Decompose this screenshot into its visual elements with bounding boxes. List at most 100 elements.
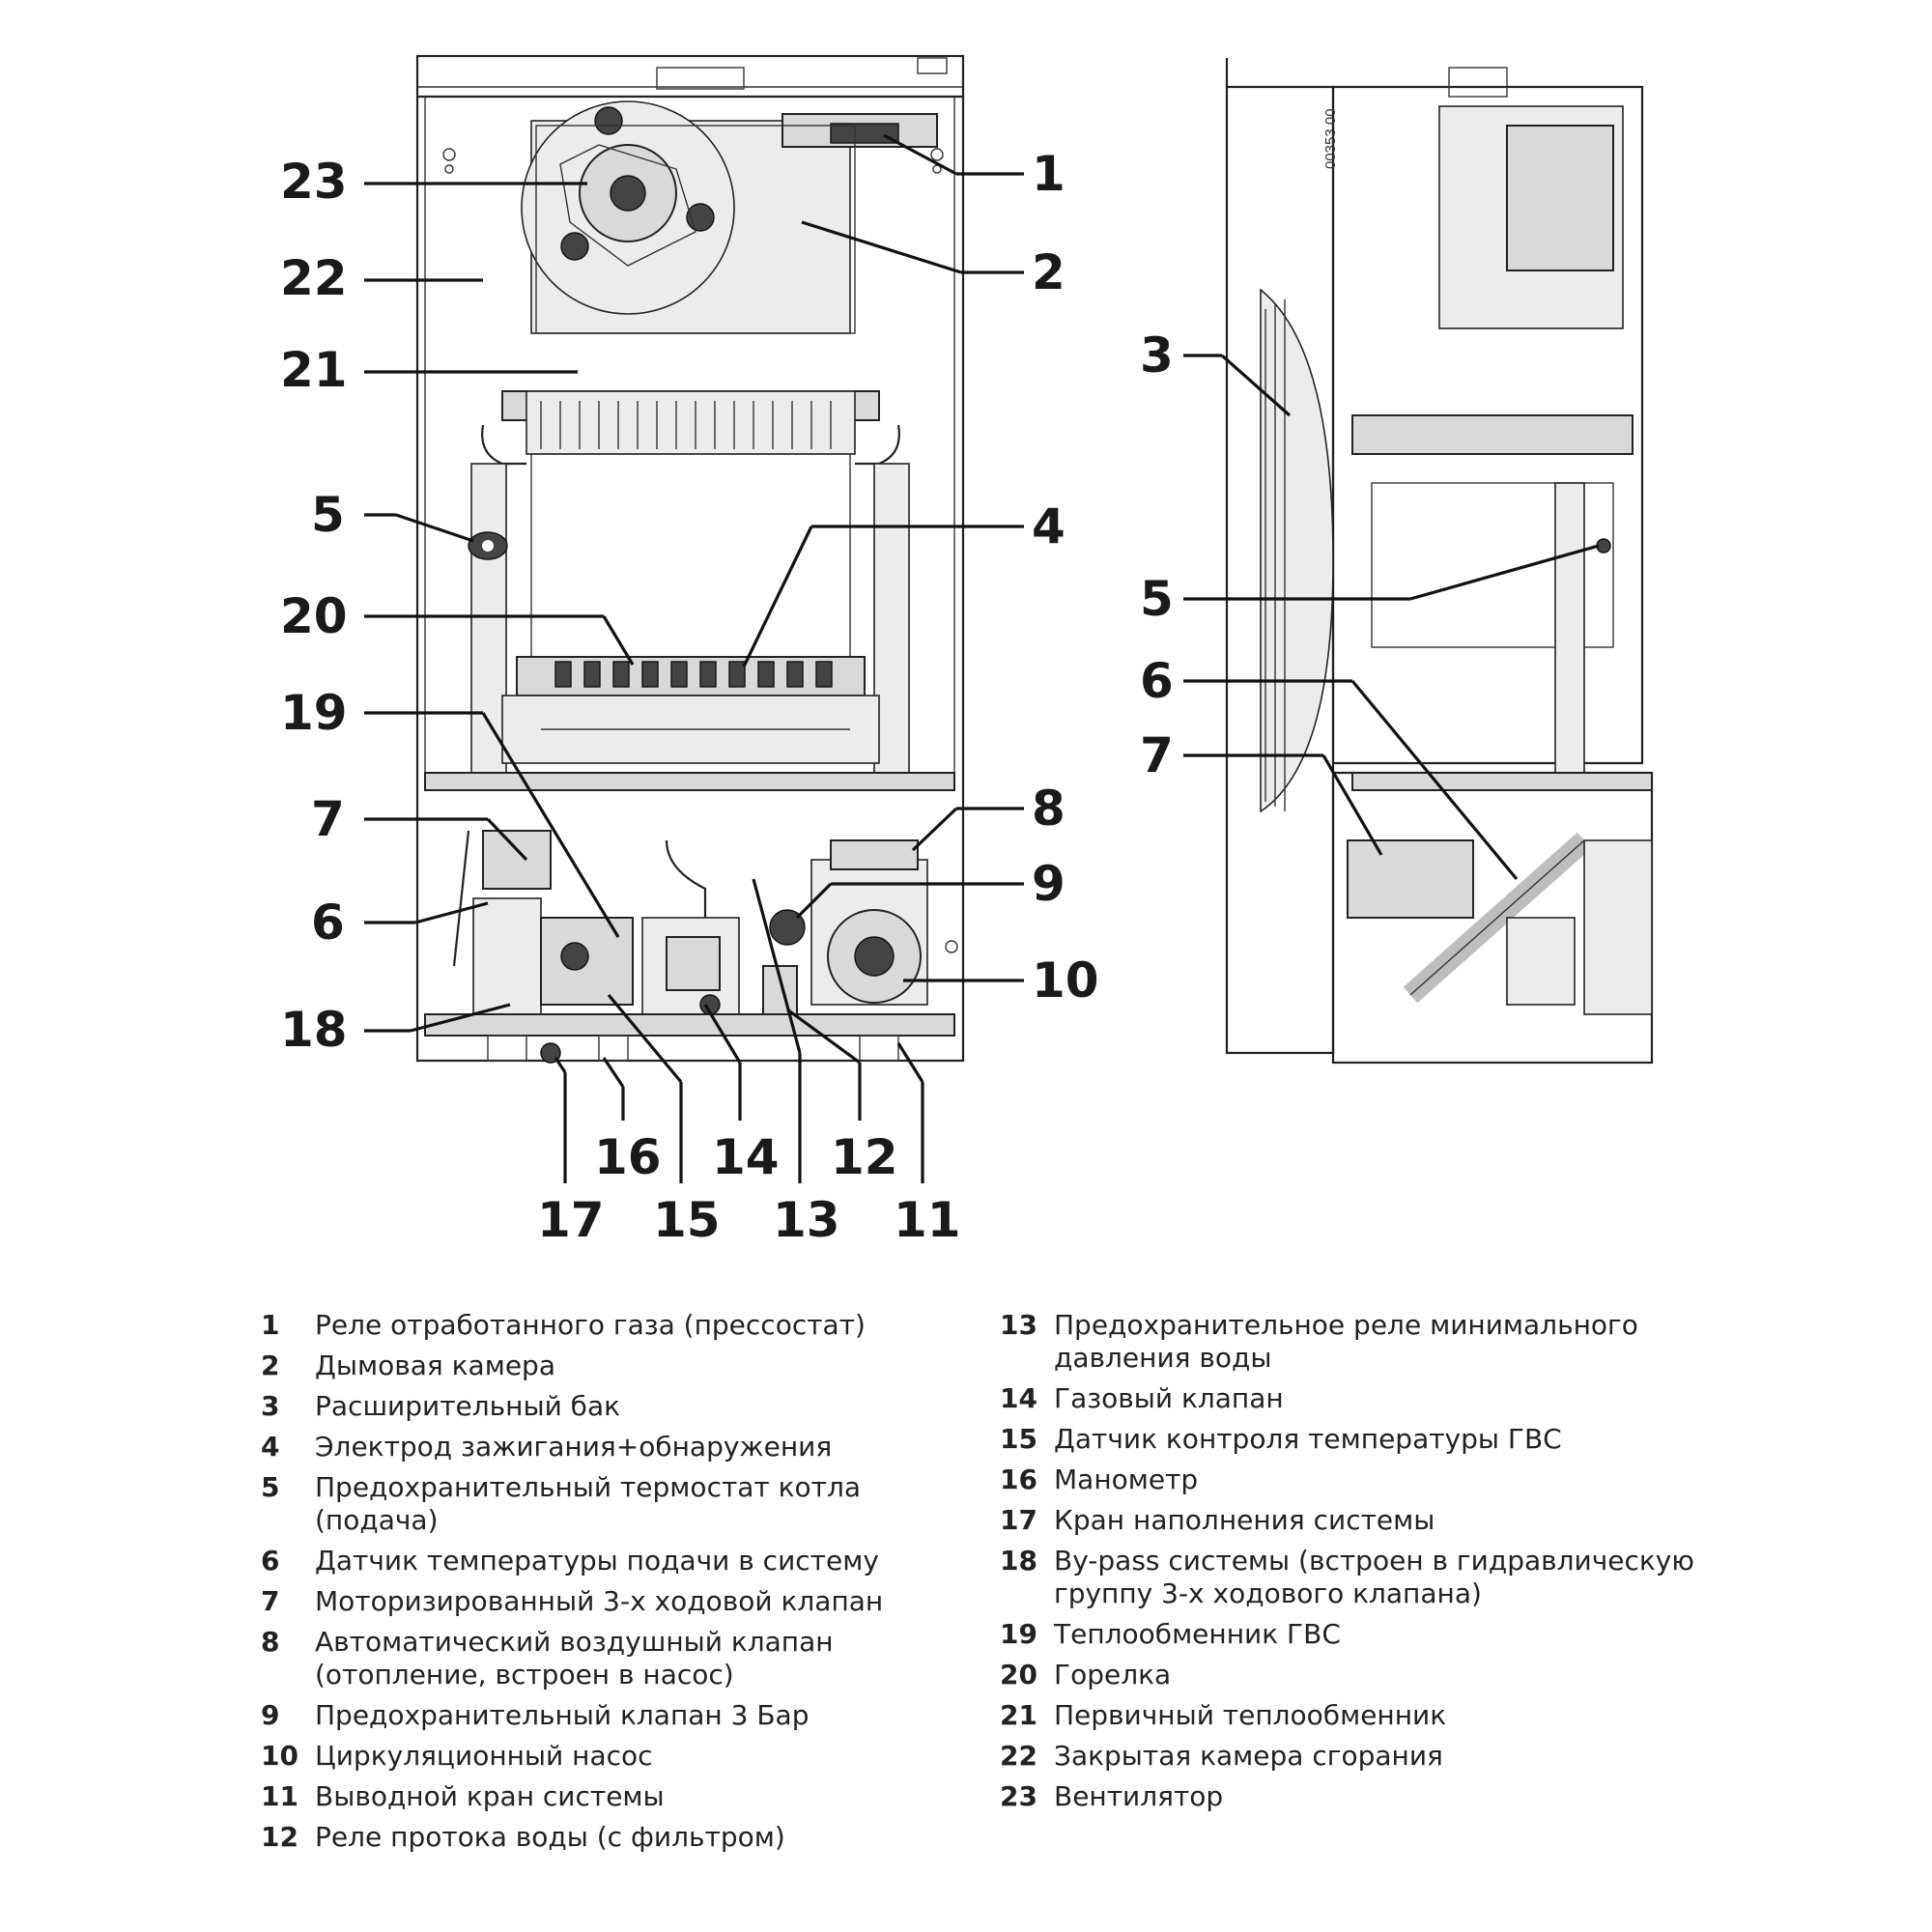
legend-text: Предохранительный термостат котла [315,1471,862,1503]
legend-text: Моторизированный 3-х ходовой клапан [315,1585,884,1617]
callout-8: 8 [1032,781,1065,837]
legend-number: 5 [261,1471,280,1503]
legend-text: Вентилятор [1054,1780,1224,1812]
legend-item-3: 3 Расширительный бак [261,1390,927,1423]
legend-number: 13 [1000,1309,1037,1341]
callout-20: 20 [280,588,348,644]
callout-23: 23 [280,154,348,210]
callout-3-side: 3 [1140,327,1174,384]
legend-number: 15 [1000,1423,1037,1455]
callout-10: 10 [1032,952,1099,1009]
legend-number: 8 [261,1626,280,1658]
dhw-heat-exchanger [540,917,634,1006]
callout-2: 2 [1032,244,1065,300]
legend-text: Датчик контроля температуры ГВС [1054,1423,1562,1455]
legend-number: 19 [1000,1618,1037,1650]
legend-text: By-pass системы (встроен в гидравлическу… [1054,1545,1694,1577]
callout-5-side: 5 [1140,571,1174,627]
callout-6: 6 [311,895,345,951]
legend-text: Манометр [1054,1463,1199,1495]
legend-text: Датчик температуры подачи в систему [315,1545,879,1577]
combustion-chamber [530,453,851,658]
legend-text: (подача) [315,1504,439,1536]
callout-numbers: 23 22 21 5 20 19 7 6 18 1 2 4 8 9 10 17 … [280,146,1174,1248]
legend-text: группу 3-х ходового клапана) [1054,1577,1482,1609]
side-casing [1331,85,1644,765]
legend-item-5: 5 Предохранительный термостат котла(подач… [261,1471,927,1537]
smoke-chamber [535,125,856,334]
callout-12: 12 [831,1129,898,1185]
legend-number: 14 [1000,1382,1037,1414]
callout-9: 9 [1032,856,1065,912]
front-view [415,54,965,1064]
legend-number: 20 [1000,1659,1037,1690]
legend-text: Выводной кран системы [315,1780,665,1812]
callout-15: 15 [653,1192,721,1248]
legend-item-20: 20 Горелка [1000,1659,1666,1691]
legend-text: Дымовая камера [315,1350,555,1381]
safety-valve-3-bar [762,909,806,1025]
legend-number: 10 [261,1740,298,1772]
burner [501,656,880,764]
callout-21: 21 [280,342,348,398]
boiler-diagram: 00353 00 23 22 21 [280,54,1654,1248]
legend-number: 2 [261,1350,280,1381]
callout-7: 7 [311,791,345,847]
legend-item-2: 2 Дымовая камера [261,1350,927,1382]
legend-number: 3 [261,1390,280,1422]
callout-14: 14 [712,1129,780,1185]
legend-text: Закрытая камера сгорания [1054,1740,1443,1772]
front-casing [415,54,965,1063]
primary-heat-exchanger [481,390,900,466]
callout-22: 22 [280,250,348,306]
callout-18: 18 [280,1002,348,1058]
callout-4: 4 [1032,498,1065,554]
legend-text: Горелка [1054,1659,1172,1690]
legend-text: Реле отработанного газа (прессостат) [315,1309,866,1341]
legend-number: 17 [1000,1504,1037,1536]
side-view [1225,58,1654,1065]
legend-number: 12 [261,1821,298,1853]
legend-number: 21 [1000,1699,1037,1731]
gas-valve [641,839,740,1025]
callout-1: 1 [1032,146,1065,202]
front-bottom-rail [424,1013,955,1037]
legend-text: Расширительный бак [315,1390,621,1422]
legend-text: давления воды [1054,1342,1272,1374]
callout-6-side: 6 [1140,653,1174,709]
legend-text: Реле протока воды (с фильтром) [315,1821,785,1853]
legend-number: 16 [1000,1463,1037,1495]
legend-item-6: 6 Датчик температуры подачи в систему [261,1545,927,1577]
legend-item-16: 16 Манометр [1000,1463,1666,1496]
side-three-way-valve [1347,839,1474,919]
callout-19: 19 [280,685,348,741]
legend-text: (отопление, встроен в насос) [315,1659,734,1690]
legend-text: Электрод зажигания+обнаружения [315,1431,833,1463]
legend-number: 6 [261,1545,280,1577]
legend-number: 4 [261,1431,280,1463]
expansion-tank [1260,288,1334,813]
legend-item-12: 12 Реле протока воды (с фильтром) [261,1821,927,1854]
legend-text: Предохранительное реле минимального [1054,1309,1638,1341]
callout-5: 5 [311,487,345,543]
legend-item-23: 23 Вентилятор [1000,1780,1666,1813]
legend-item-21: 21 Первичный теплообменник [1000,1699,1666,1732]
three-way-valve [452,830,552,967]
front-shelf [424,772,955,791]
legend-item-4: 4 Электрод зажигания+обнаружения [261,1431,927,1463]
legend-number: 23 [1000,1780,1037,1812]
legend-text: Первичный теплообменник [1054,1699,1447,1731]
